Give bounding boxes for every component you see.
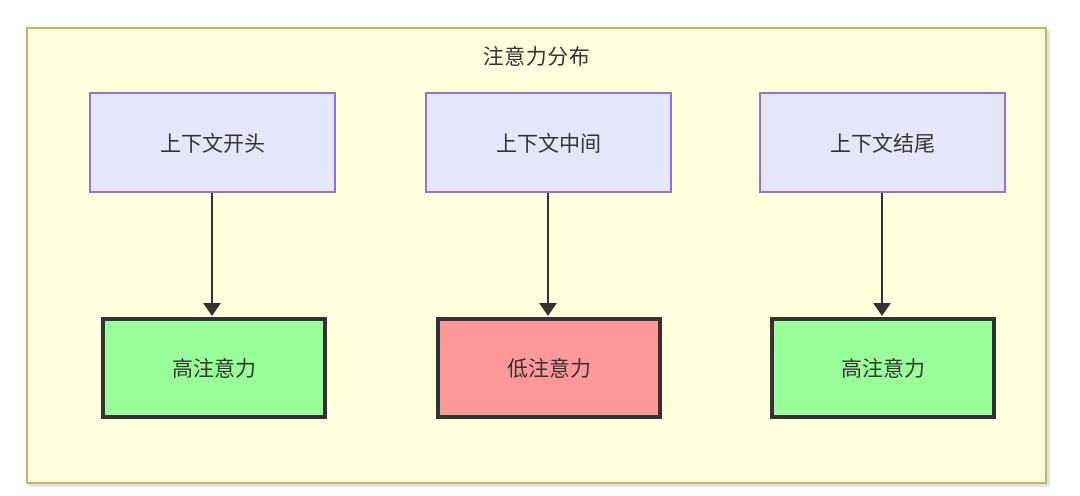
node-label: 上下文中间 <box>496 132 601 156</box>
node-label: 上下文结尾 <box>830 132 935 156</box>
node-attention-high-start[interactable]: 高注意力 <box>101 317 327 419</box>
node-attention-low-middle[interactable]: 低注意力 <box>436 317 662 419</box>
node-label: 上下文开头 <box>160 132 265 156</box>
node-label: 高注意力 <box>172 358 256 381</box>
node-context-middle[interactable]: 上下文中间 <box>425 92 672 193</box>
node-label: 高注意力 <box>841 358 925 381</box>
node-label: 低注意力 <box>507 358 591 381</box>
edge-context-end-to-attention-high-end <box>881 193 883 304</box>
arrowhead-icon <box>203 303 221 316</box>
arrowhead-icon <box>873 303 891 316</box>
node-context-start[interactable]: 上下文开头 <box>89 92 336 193</box>
node-context-end[interactable]: 上下文结尾 <box>759 92 1006 193</box>
node-attention-high-end[interactable]: 高注意力 <box>770 317 996 419</box>
subgraph-title: 注意力分布 <box>482 46 591 69</box>
edge-context-middle-to-attention-low-middle <box>547 193 549 304</box>
edge-context-start-to-attention-high-start <box>211 193 213 304</box>
arrowhead-icon <box>539 303 557 316</box>
